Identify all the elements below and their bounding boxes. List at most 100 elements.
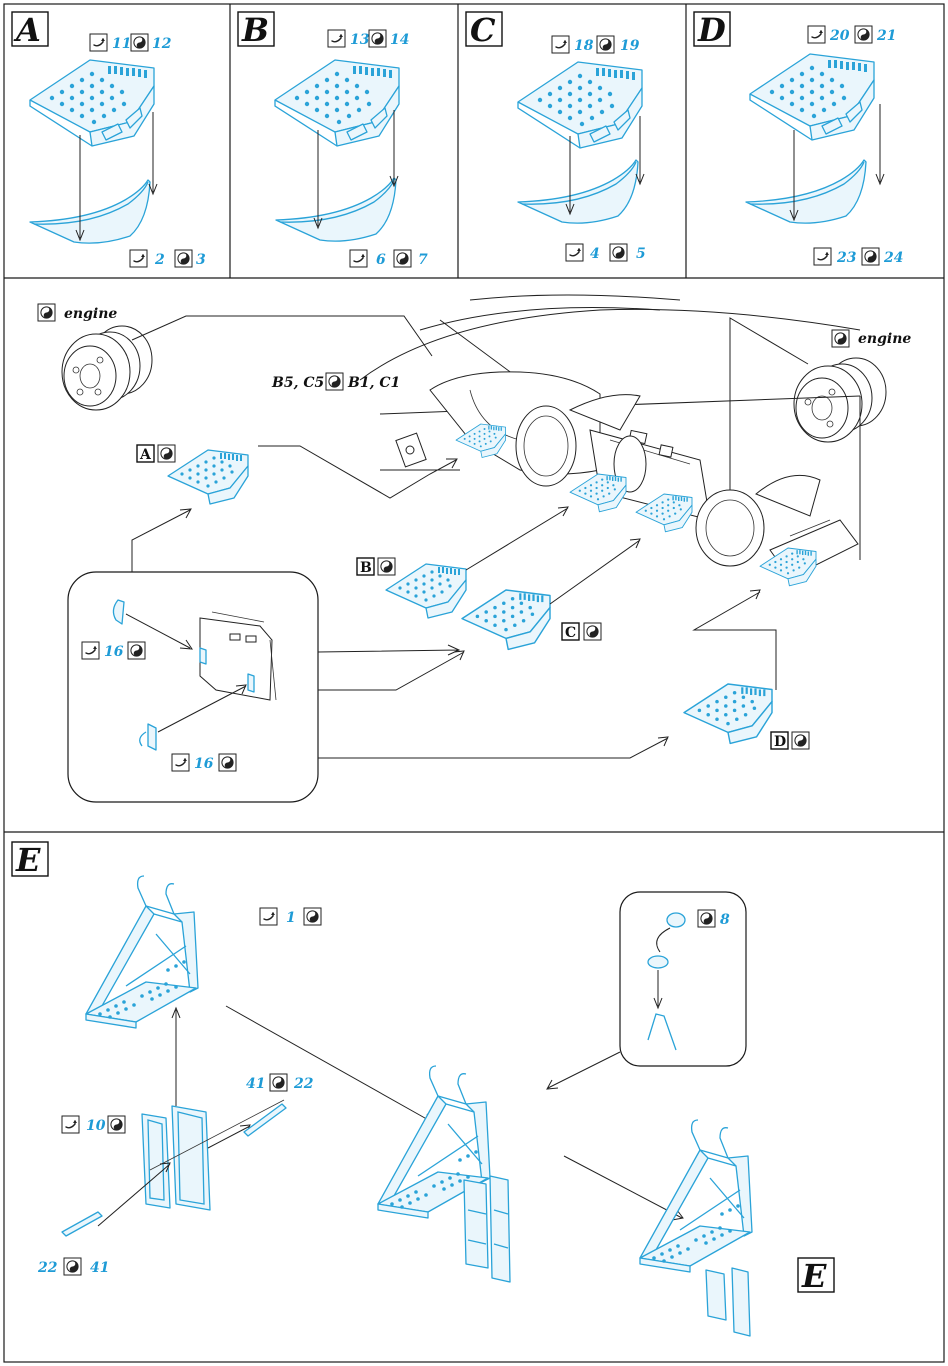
paint-icon	[831, 329, 850, 348]
position-letter: A	[139, 447, 152, 463]
step-installed	[759, 547, 817, 587]
step-part	[749, 53, 875, 141]
part-number: 1	[286, 910, 296, 926]
bend-icon	[259, 907, 278, 926]
sheet-border	[3, 3, 945, 1363]
bend-icon	[807, 25, 826, 44]
part-number: 14	[390, 32, 409, 48]
paint-icon	[37, 303, 56, 322]
panel-a: A 11 12 2 3	[11, 11, 206, 268]
step-part	[29, 59, 155, 147]
paint-icon	[583, 622, 602, 641]
paint-icon	[368, 29, 387, 48]
bend-icon	[349, 249, 368, 268]
engine-assembly-section: engine engine B5, C5 B1, C1	[37, 294, 911, 803]
panel-letter: B	[241, 11, 269, 49]
paint-icon	[157, 444, 176, 463]
panel-b: B 13 14 6 7	[237, 11, 428, 268]
step-part-a	[167, 449, 249, 505]
tray-part	[275, 177, 397, 242]
panel-letter-final: E	[801, 1257, 827, 1295]
part-number: 13	[350, 32, 370, 48]
paint-icon	[791, 731, 810, 750]
bend-icon	[565, 243, 584, 262]
bend-icon	[813, 247, 832, 266]
part-number: 24	[883, 250, 903, 266]
ladder-final-part	[639, 1119, 753, 1273]
bend-icon	[327, 29, 346, 48]
panel-letter: C	[470, 11, 496, 49]
tray-part	[29, 179, 151, 244]
part-ref-label: B5, C5	[271, 375, 324, 391]
bend-icon	[89, 33, 108, 52]
part-number: 5	[636, 246, 646, 262]
engine-part-left	[61, 325, 153, 411]
part-number: 3	[196, 252, 206, 268]
part-number: 2	[154, 252, 165, 268]
step-part	[517, 61, 643, 149]
part-number: 8	[720, 912, 730, 928]
part-number: 7	[418, 252, 428, 268]
tray-part	[745, 159, 867, 224]
position-letter: D	[774, 734, 786, 750]
paint-icon	[854, 25, 873, 44]
engine-label: engine	[858, 331, 911, 347]
paint-icon	[303, 907, 322, 926]
part-number: 41	[90, 1260, 109, 1276]
paint-icon	[609, 243, 628, 262]
paint-icon	[63, 1257, 82, 1276]
detail-inset	[619, 891, 747, 1067]
step-part-d	[683, 683, 773, 745]
bend-icon	[171, 753, 190, 772]
part-number: 21	[876, 28, 896, 44]
part-number: 4	[590, 246, 600, 262]
part-number: 22	[37, 1260, 58, 1276]
paint-icon	[697, 909, 716, 928]
part-number: 11	[112, 36, 131, 52]
position-letter: B	[360, 560, 372, 576]
engine-label: engine	[64, 306, 117, 322]
paint-icon	[269, 1073, 288, 1092]
part-number: 6	[376, 252, 386, 268]
panel-c: C 18 19 4 5	[465, 11, 646, 262]
step-part-c	[461, 589, 551, 651]
paint-icon	[861, 247, 880, 266]
part-number: 16	[104, 644, 124, 660]
paint-icon	[325, 372, 344, 391]
paint-icon	[130, 33, 149, 52]
paint-icon	[393, 249, 412, 268]
part-number: 23	[836, 250, 857, 266]
paint-icon	[107, 1115, 126, 1134]
paint-icon	[174, 249, 193, 268]
position-letter: C	[565, 625, 576, 641]
aircraft-wing	[359, 294, 861, 579]
panel-letter: A	[13, 11, 41, 49]
step-installed	[569, 473, 627, 513]
paint-icon	[377, 557, 396, 576]
part-number: 20	[829, 28, 850, 44]
engine-part-right	[793, 357, 887, 443]
part-number: 16	[194, 756, 214, 772]
panel-letter: D	[697, 11, 726, 49]
part-ref-label: B1, C1	[347, 375, 400, 391]
part-number: 41	[246, 1076, 265, 1092]
bend-icon	[129, 249, 148, 268]
panel-d: D 20 21 23 24	[693, 11, 903, 266]
detail-inset	[67, 571, 319, 803]
part-number: 12	[152, 36, 172, 52]
tray-part	[517, 159, 639, 224]
bend-icon	[61, 1115, 80, 1134]
panel-letter: E	[15, 841, 41, 879]
panel-e: E 1 8 10 41 22 22	[11, 841, 835, 1337]
bend-icon	[551, 35, 570, 54]
paint-icon	[127, 641, 146, 660]
paint-icon	[596, 35, 615, 54]
part-number: 22	[293, 1076, 314, 1092]
step-part	[274, 59, 400, 147]
ladder-frame-part	[85, 875, 199, 1029]
part-number: 10	[86, 1118, 106, 1134]
part-number: 18	[574, 38, 594, 54]
part-number: 19	[620, 38, 640, 54]
paint-icon	[218, 753, 237, 772]
